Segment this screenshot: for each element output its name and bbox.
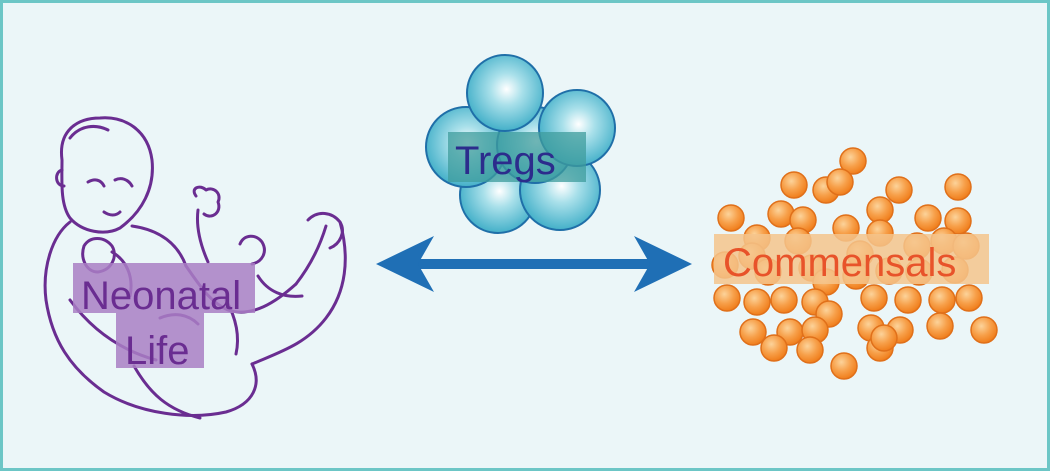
bacterium-dot xyxy=(926,312,954,340)
commensals-label-box xyxy=(714,234,989,284)
bacterium-dot xyxy=(770,286,798,314)
tregs-label: Tregs xyxy=(455,139,556,183)
bacterium-dot xyxy=(739,318,767,346)
bacterium-dot xyxy=(717,204,745,232)
bacterium-dot xyxy=(860,284,888,312)
neonatal-label-line1: Neonatal xyxy=(81,274,242,318)
neonatal-label-line2: Life xyxy=(125,329,190,373)
neonatal-label-box-top xyxy=(73,263,255,313)
bacterium-dot xyxy=(944,173,972,201)
bacterium-dot xyxy=(928,286,956,314)
bacterium-dot xyxy=(780,171,808,199)
bacterium-dot xyxy=(970,316,998,344)
tregs-label-box xyxy=(448,132,586,182)
bacterium-dot xyxy=(743,288,771,316)
diagram-art xyxy=(43,54,998,420)
neonatal-label-box-bottom xyxy=(116,313,204,368)
bacterium-dot xyxy=(830,352,858,380)
bacterium-dot xyxy=(955,284,983,312)
bacterium-dot xyxy=(839,147,867,175)
bacterium-dot xyxy=(885,176,913,204)
bacterium-dot xyxy=(796,336,824,364)
double-headed-arrow-icon xyxy=(376,236,692,292)
bacterium-dot xyxy=(914,204,942,232)
bacterium-dot xyxy=(870,324,898,352)
bacterium-dot xyxy=(894,286,922,314)
bacterium-dot xyxy=(826,168,854,196)
bacterium-dot xyxy=(760,334,788,362)
bacterium-dot xyxy=(713,284,741,312)
commensals-label: Commensals xyxy=(723,241,957,285)
bacterium-dot xyxy=(866,196,894,224)
